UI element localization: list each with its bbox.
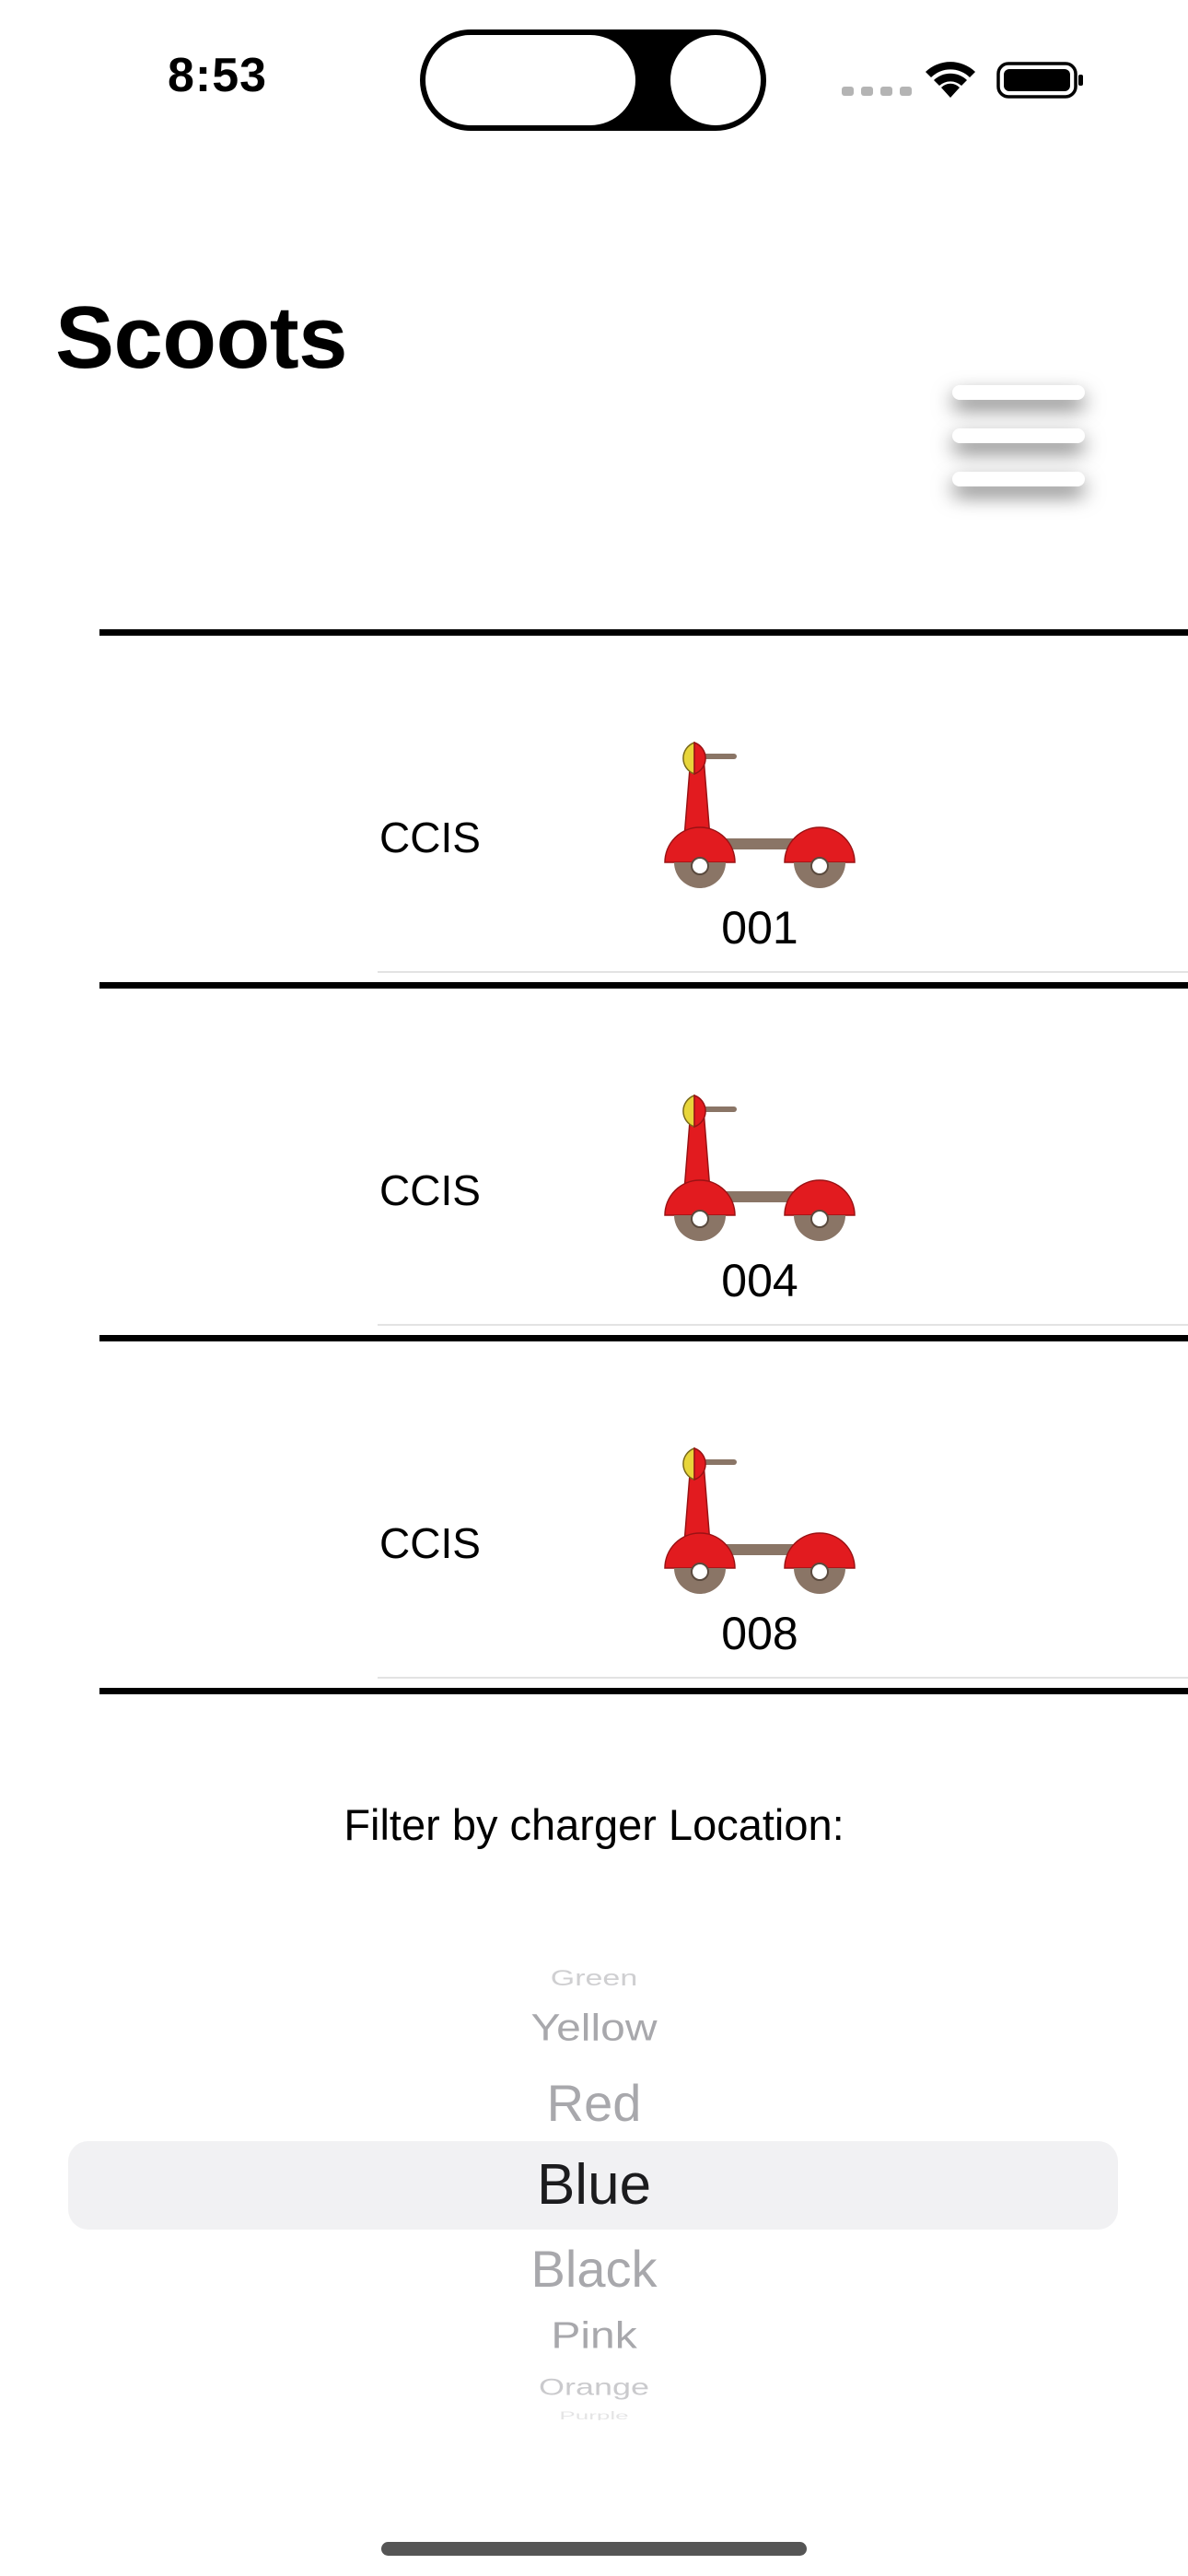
scooter-location: CCIS: [379, 814, 481, 861]
scooter-location: CCIS: [379, 1519, 481, 1567]
scooter-row[interactable]: CCIS 001: [99, 636, 1188, 977]
page-title: Scoots: [55, 288, 348, 387]
row-separator: [378, 971, 1188, 973]
picker-option[interactable]: Purple: [559, 2409, 629, 2420]
location-picker[interactable]: Green Yellow Red Blue Black Pink Orange …: [0, 1944, 1188, 2441]
home-indicator[interactable]: [381, 2542, 807, 2556]
list-divider: [99, 982, 1188, 989]
row-separator: [378, 1324, 1188, 1326]
list-divider: [99, 1335, 1188, 1341]
wifi-icon: [926, 62, 975, 98]
hamburger-menu-icon-bar: [952, 472, 1085, 486]
scooter-id: 004: [721, 1255, 798, 1306]
picker-option[interactable]: Black: [530, 2240, 658, 2298]
scooter-row[interactable]: CCIS 004: [99, 989, 1188, 1329]
scooter-id: 008: [721, 1608, 798, 1659]
list-divider: [99, 1688, 1188, 1694]
scooter-icon: [664, 742, 856, 889]
dynamic-island-circle: [670, 35, 761, 125]
scooter-id: 001: [721, 902, 798, 954]
dynamic-island: [420, 29, 766, 131]
battery-icon: [996, 62, 1083, 99]
picker-option[interactable]: Orange: [538, 2373, 650, 2400]
hamburger-menu-icon-bar: [952, 428, 1085, 443]
list-divider: [99, 629, 1188, 636]
picker-option[interactable]: Green: [550, 1965, 638, 1991]
row-separator: [378, 1677, 1188, 1679]
picker-option[interactable]: Yellow: [530, 2007, 658, 2050]
picker-option[interactable]: Red: [546, 2074, 642, 2132]
scooter-icon: [664, 1095, 856, 1242]
picker-selection-highlight: [68, 2141, 1118, 2230]
status-time: 8:53: [168, 49, 268, 102]
dynamic-island-pill: [425, 35, 635, 125]
menu-button[interactable]: [949, 378, 1089, 488]
filter-label: Filter by charger Location:: [344, 1800, 844, 1849]
scooter-location: CCIS: [379, 1166, 481, 1214]
cellular-signal-icon: [842, 87, 912, 96]
hamburger-menu-icon-bar: [952, 385, 1085, 400]
scooter-icon: [664, 1447, 856, 1595]
picker-option[interactable]: Pink: [551, 2314, 637, 2358]
picker-option-selected[interactable]: Blue: [536, 2153, 652, 2217]
scooter-row[interactable]: CCIS 008: [99, 1341, 1188, 1682]
